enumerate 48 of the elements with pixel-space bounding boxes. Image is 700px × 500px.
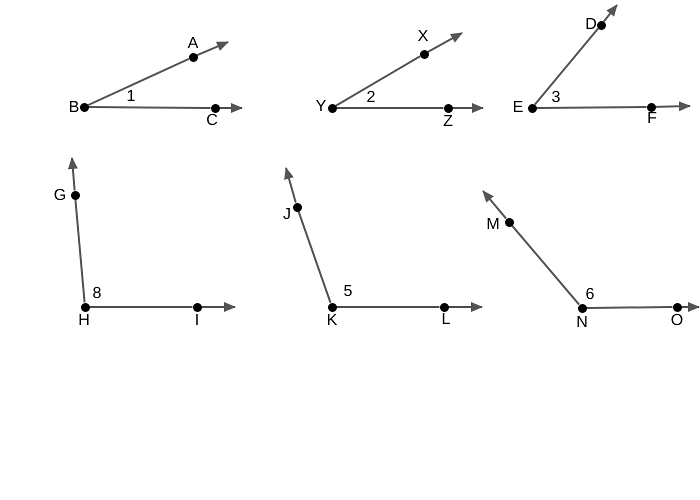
ray-arrow: [482, 190, 507, 220]
point-label: N: [575, 314, 589, 332]
point-label: O: [670, 312, 684, 330]
ray-line: [88, 58, 190, 106]
angle-number: 8: [92, 285, 102, 303]
point-label: K: [326, 312, 338, 330]
angle-number: 1: [126, 88, 136, 106]
point-label: L: [440, 311, 452, 329]
point-label: B: [68, 99, 80, 117]
ray-line: [298, 210, 332, 304]
point-label: F: [646, 110, 658, 128]
ray-arrow: [220, 103, 243, 113]
point-label: Z: [442, 113, 454, 131]
ray-line: [534, 28, 599, 106]
point-label: Y: [314, 98, 328, 116]
ray-line: [536, 106, 646, 109]
angle-number: 5: [342, 283, 354, 301]
point-label: D: [584, 16, 598, 34]
ray-line: [336, 306, 440, 308]
ray-arrow: [655, 101, 691, 112]
ray-arrow: [682, 302, 700, 312]
ray-line: [586, 306, 673, 309]
point-label: E: [512, 99, 524, 117]
ray-arrow: [196, 41, 229, 56]
point-label: G: [53, 187, 67, 205]
angle-number: 6: [584, 286, 596, 304]
ray-line: [74, 199, 86, 303]
point-label: A: [186, 35, 200, 53]
ray-arrow: [603, 4, 618, 22]
ray-line: [511, 224, 580, 306]
point-label: C: [205, 112, 219, 130]
angle-number: 3: [550, 89, 562, 107]
ray-line: [88, 106, 210, 109]
point-label: H: [77, 312, 91, 330]
ray-line: [90, 306, 192, 308]
point-label: J: [282, 206, 292, 224]
ray-arrow: [427, 32, 463, 53]
ray-line: [336, 107, 444, 109]
ray-arrow: [68, 157, 78, 191]
ray-arrow: [202, 302, 236, 312]
angle-number: 2: [366, 89, 376, 107]
ray-arrow: [284, 167, 297, 203]
ray-arrow: [452, 103, 484, 113]
point-label: M: [486, 216, 500, 234]
ray-arrow: [448, 302, 483, 312]
point-label: I: [194, 312, 200, 330]
point-label: X: [416, 28, 430, 46]
ray-line: [335, 55, 421, 107]
